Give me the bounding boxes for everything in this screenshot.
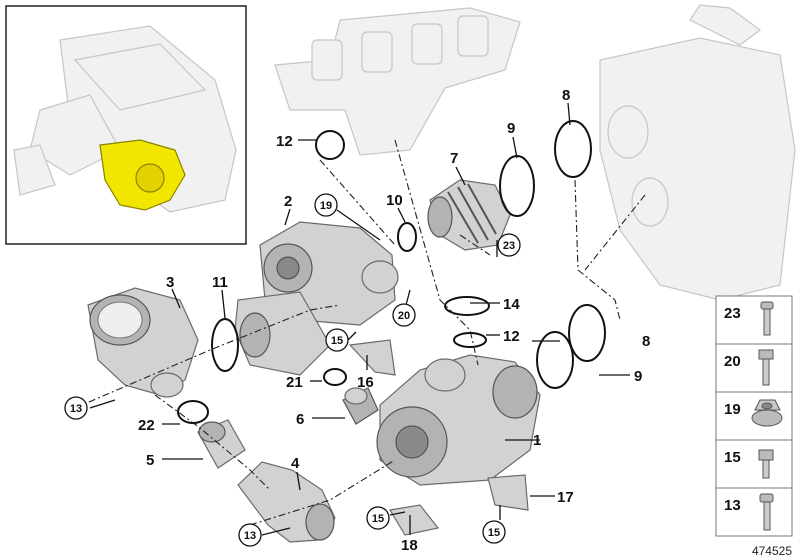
intake-hose <box>87 287 199 398</box>
bracket-17 <box>487 474 529 511</box>
bracket-16 <box>348 339 396 376</box>
turbocharger-upper <box>234 221 399 376</box>
callout-2: 2 <box>284 193 292 210</box>
assembly-lines <box>74 139 646 526</box>
callout-10: 10 <box>386 192 403 209</box>
gasket-12-lower <box>453 332 487 348</box>
hardware-panel: 23 20 19 15 13 <box>715 295 793 537</box>
hardware-label-23: 23 <box>724 305 741 322</box>
gasket-10 <box>397 222 417 252</box>
callout-13-bottom: 13 <box>244 530 256 542</box>
reference-number: 474525 <box>751 544 792 558</box>
callout-7: 7 <box>450 150 458 167</box>
v-band-clamp-8-upper <box>554 120 592 178</box>
callout-6: 6 <box>296 411 304 428</box>
callout-12-upper: 12 <box>276 133 293 150</box>
callout-20: 20 <box>398 310 410 322</box>
callout-8-upper: 8 <box>562 87 570 104</box>
callout-12-lower: 12 <box>503 328 520 345</box>
callout-18: 18 <box>401 537 418 554</box>
screw-23-icon <box>760 301 774 336</box>
callout-3: 3 <box>166 274 174 291</box>
gasket-9-upper <box>499 155 535 217</box>
callout-11: 11 <box>212 274 228 291</box>
particulate-filter-ghost <box>599 4 796 301</box>
bolt-20-icon <box>758 349 774 386</box>
o-ring-22 <box>177 400 209 424</box>
gasket-14 <box>444 296 490 316</box>
screw-13-icon <box>759 493 774 531</box>
o-ring-11 <box>211 318 239 372</box>
callout-9-upper: 9 <box>507 120 515 137</box>
callout-15-right: 15 <box>488 527 500 539</box>
callout-9-lower: 9 <box>634 368 642 385</box>
engine-overview-inset <box>5 5 247 245</box>
callout-15-mid: 15 <box>331 335 343 347</box>
v-band-clamp-8-lower <box>568 304 606 362</box>
callout-16: 16 <box>357 374 374 391</box>
hardware-label-19: 19 <box>724 401 741 418</box>
callout-14: 14 <box>503 296 520 313</box>
callout-1: 1 <box>533 432 541 449</box>
callout-4: 4 <box>291 455 300 472</box>
o-ring-21 <box>323 368 347 386</box>
connector-sleeve <box>197 419 246 469</box>
flex-pipe <box>427 179 511 251</box>
part-callouts: 1 2 3 4 5 6 7 8 8 9 9 10 11 12 12 14 16 … <box>138 87 650 554</box>
callout-8-lower: 8 <box>642 333 650 350</box>
bracket-18 <box>389 504 440 536</box>
callout-19: 19 <box>320 200 332 212</box>
callout-22: 22 <box>138 417 155 434</box>
nut-19-icon <box>751 399 783 427</box>
callout-5: 5 <box>146 452 154 469</box>
callout-21: 21 <box>286 374 303 391</box>
bolt-15-icon <box>758 449 774 479</box>
callout-17: 17 <box>557 489 574 506</box>
hardware-callouts: 13 13 15 15 15 19 20 23 <box>64 193 521 547</box>
turbocharger-lower <box>376 354 541 486</box>
hardware-label-15: 15 <box>724 449 741 466</box>
leader-lines <box>89 102 630 536</box>
callout-15-left: 15 <box>372 513 384 525</box>
connector-sleeve-6 <box>342 387 379 425</box>
callout-13-left: 13 <box>70 403 82 415</box>
gasket-9-lower <box>536 331 574 389</box>
hardware-label-13: 13 <box>724 497 741 514</box>
callout-23: 23 <box>503 240 515 252</box>
gasket-12-upper <box>315 130 345 160</box>
exhaust-manifold-ghost <box>274 7 521 156</box>
hardware-label-20: 20 <box>724 353 741 370</box>
